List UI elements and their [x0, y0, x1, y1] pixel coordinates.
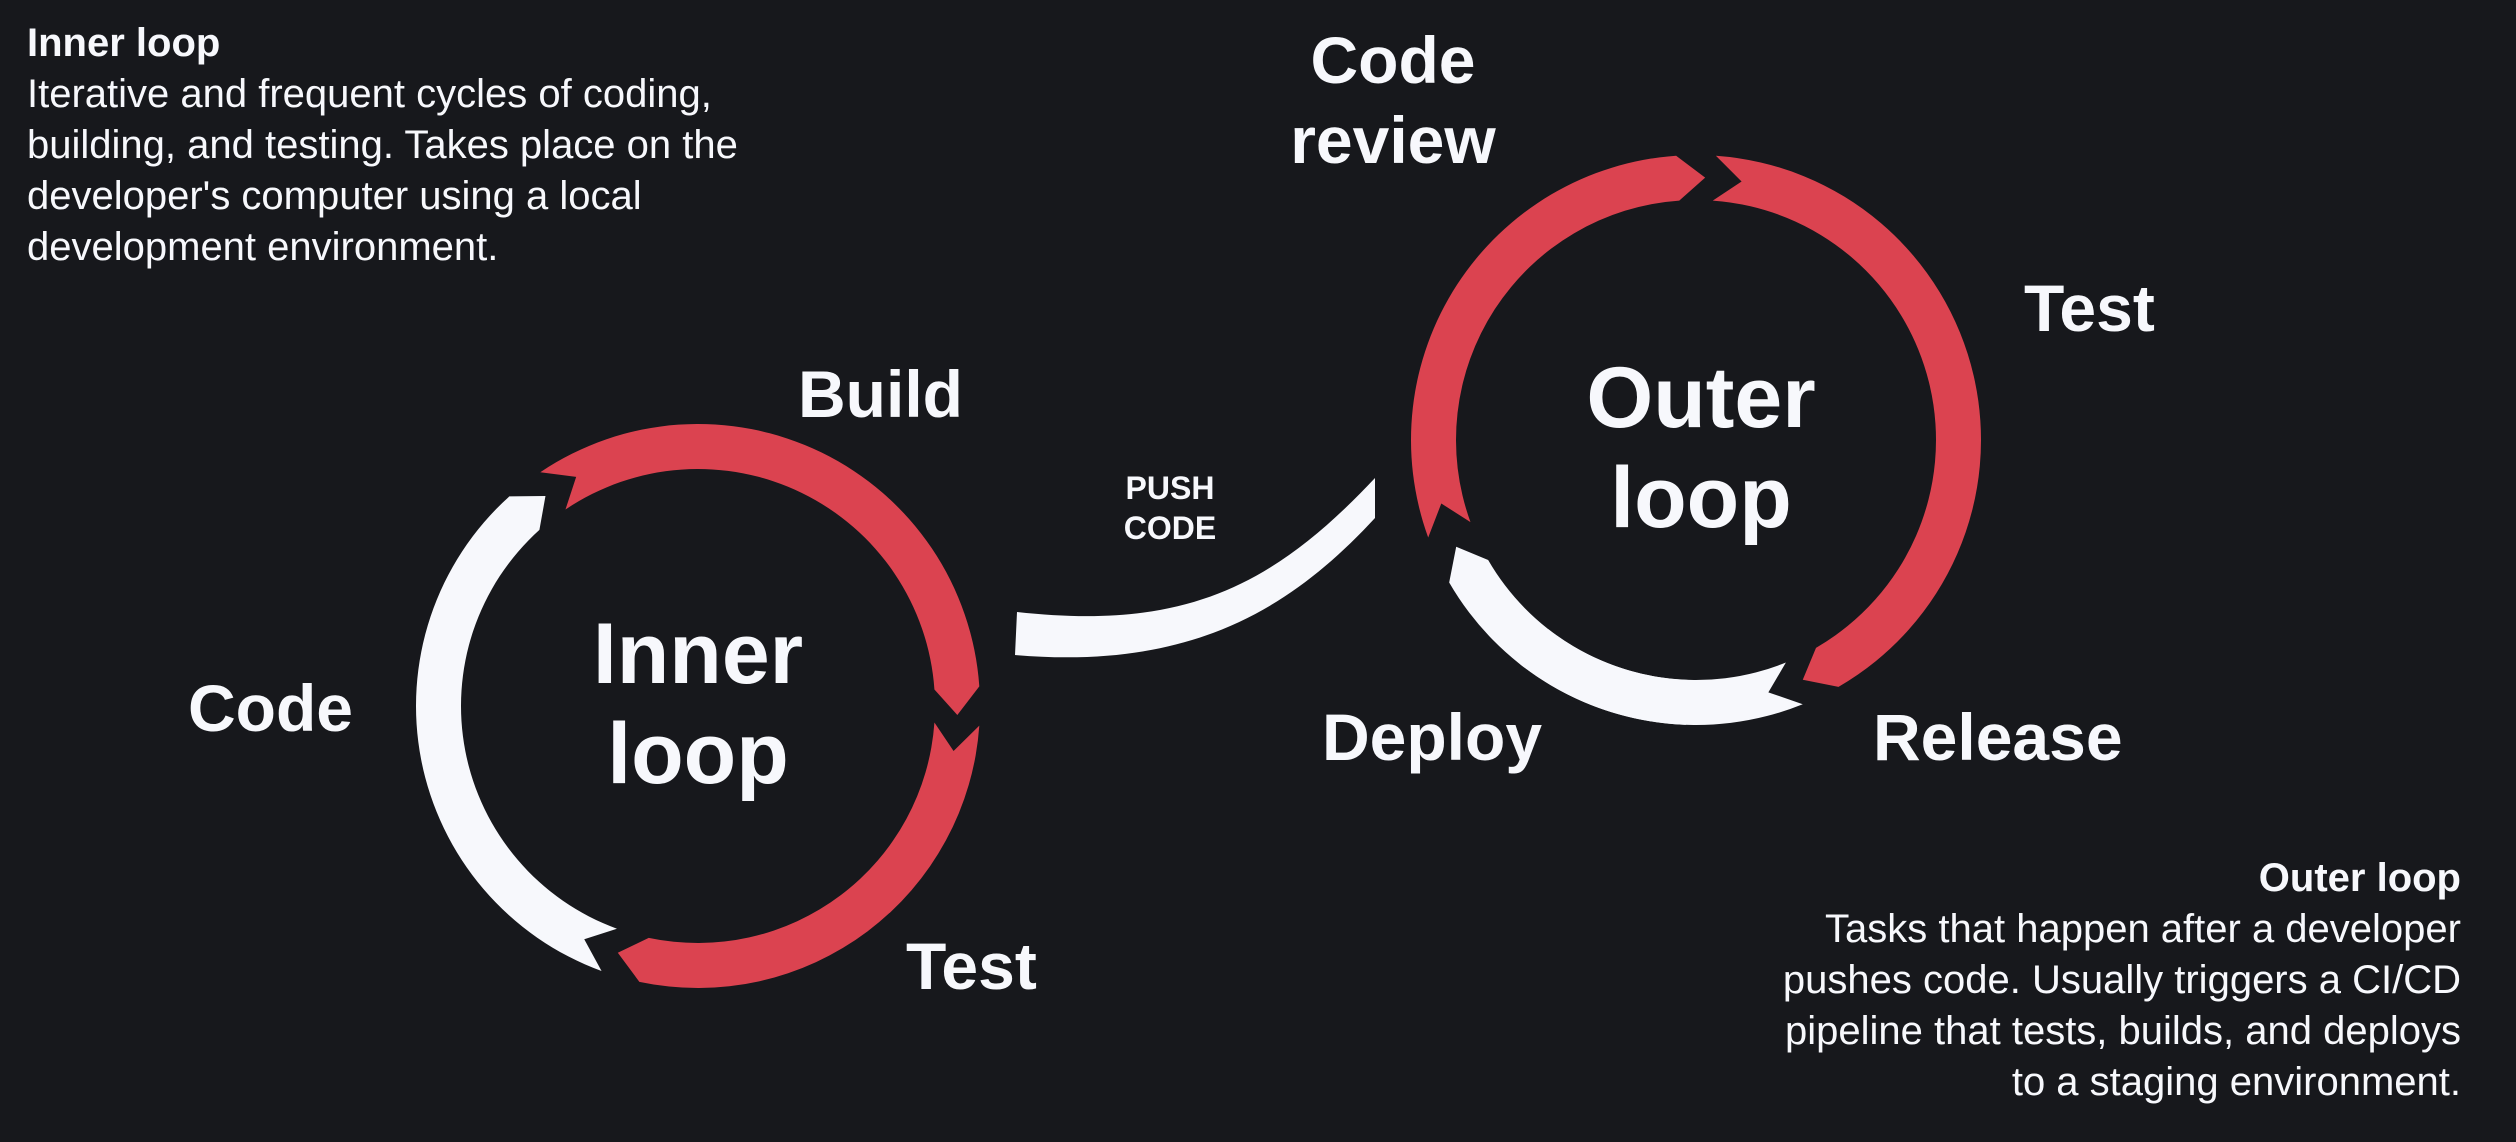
inner-loop-description-line: developer's computer using a local — [27, 174, 642, 218]
outer-stage-release-label: Release — [1873, 700, 2123, 774]
outer-stage-code-review-line: review — [1290, 103, 1496, 177]
outer-loop-description-line: to a staging environment. — [2011, 1060, 2461, 1104]
inner-stage-test-label: Test — [906, 929, 1037, 1003]
inner-loop-center-label: Inner loop — [548, 604, 848, 804]
outer-loop-center-label: Outer loop — [1546, 348, 1856, 548]
outer-arc-code-review — [1411, 155, 1706, 538]
outer-stage-code-review-label: Code review — [1283, 20, 1503, 180]
inner-stage-code-label: Code — [188, 671, 353, 745]
push-code-label: PUSH CODE — [1110, 468, 1230, 548]
inner-loop-description-line: development environment. — [27, 225, 499, 269]
outer-loop-center-line: loop — [1610, 450, 1792, 546]
outer-stage-code-review-line: Code — [1310, 23, 1476, 97]
outer-arc-test — [1712, 155, 1981, 687]
inner-loop-center-line: Inner — [592, 606, 804, 702]
inner-arc-code — [416, 496, 617, 971]
inner-loop-description-title: Inner loop — [27, 21, 221, 65]
outer-loop-description-line: Tasks that happen after a developer — [1825, 907, 2461, 951]
inner-arc-test — [617, 722, 980, 988]
outer-loop-description-title: Outer loop — [2258, 856, 2461, 900]
outer-stage-test-label: Test — [2024, 271, 2155, 345]
outer-arc-deploy — [1449, 546, 1688, 725]
inner-arc-build — [540, 424, 980, 716]
outer-loop-description-line: pushes code. Usually triggers a CI/CD — [1782, 958, 2461, 1002]
push-code-connector-arrow — [1015, 478, 1375, 658]
outer-loop-description-line: pipeline that tests, builds, and deploys — [1785, 1009, 2461, 1053]
push-code-label-line: CODE — [1123, 510, 1217, 546]
inner-loop-description-line: Iterative and frequent cycles of coding, — [27, 72, 712, 116]
inner-stage-build-label: Build — [798, 357, 963, 431]
inner-loop-description-line: building, and testing. Takes place on th… — [27, 123, 738, 167]
outer-loop-description: Outer loop Tasks that happen after a dev… — [1561, 853, 2461, 1108]
inner-loop-center-line: loop — [607, 706, 789, 802]
outer-loop-center-line: Outer — [1586, 350, 1816, 446]
push-code-label-line: PUSH — [1125, 470, 1215, 506]
inner-loop-description: Inner loop Iterative and frequent cycles… — [27, 18, 927, 273]
outer-stage-deploy-label: Deploy — [1322, 700, 1543, 774]
